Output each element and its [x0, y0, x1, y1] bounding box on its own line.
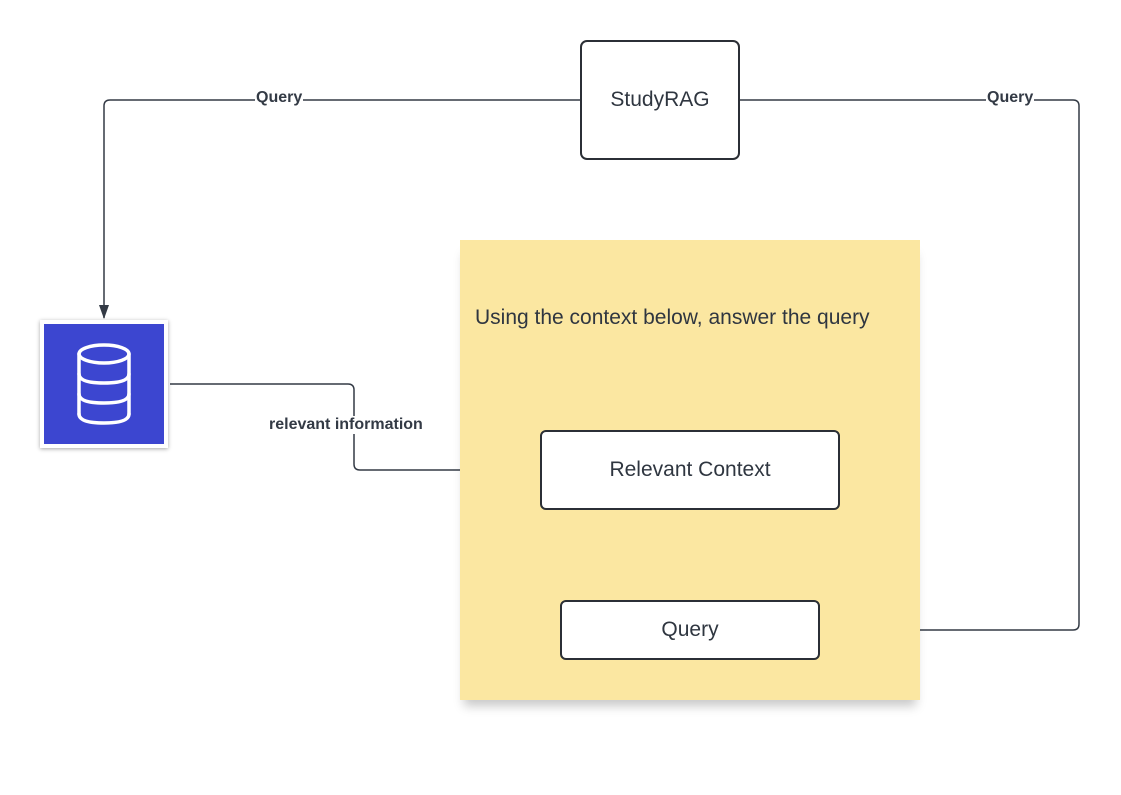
- edge-app-to-query: [740, 99, 1080, 635]
- relevant-context-node[interactable]: Relevant Context: [540, 430, 840, 510]
- query-label: Query: [661, 618, 719, 641]
- edge-app-to-database: [99, 99, 580, 319]
- edge-label-relevant-information: relevant information: [268, 416, 424, 434]
- database-icon: [77, 343, 131, 425]
- relevant-context-label: Relevant Context: [609, 458, 771, 481]
- studyrag-node[interactable]: StudyRAG: [580, 40, 740, 160]
- edge-label-query-to-prompt: Query: [986, 89, 1035, 107]
- edge-label-query-to-database: Query: [255, 89, 304, 107]
- studyrag-label: StudyRAG: [610, 88, 710, 111]
- query-node[interactable]: Query: [560, 600, 820, 660]
- prompt-instruction-text: Using the context below, answer the quer…: [475, 306, 870, 329]
- database-node[interactable]: [40, 320, 168, 448]
